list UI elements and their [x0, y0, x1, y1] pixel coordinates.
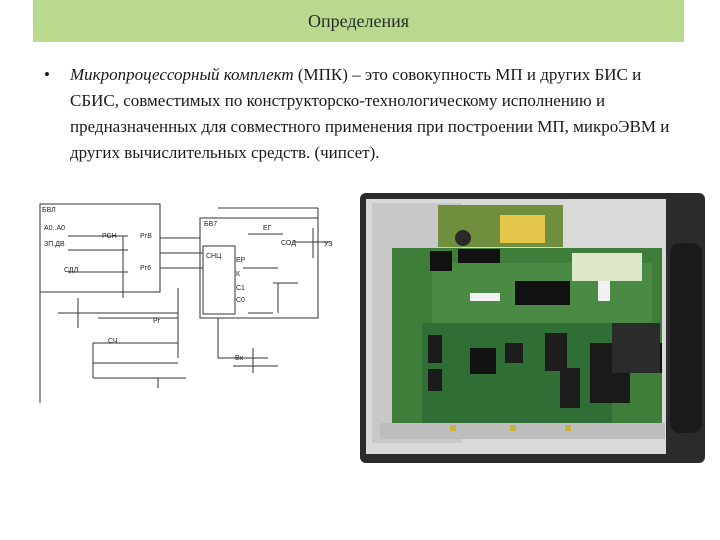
- schematic-label: УЗ: [324, 241, 333, 248]
- schematic-label: Вх: [235, 355, 244, 362]
- slide-title: Определения: [307, 10, 410, 31]
- schematic-label: СОД: [281, 240, 296, 247]
- schematic-label: СДЛ: [64, 267, 79, 274]
- schematic-label: РгВ: [140, 233, 152, 240]
- schematic-label: С0: [236, 297, 245, 304]
- schematic-label: А0..А0: [44, 225, 65, 232]
- schematic-label: СНЦ: [206, 253, 222, 260]
- schematic-label: ЕГ: [263, 225, 272, 232]
- schematic-label: С1: [236, 285, 245, 292]
- definition-text: Микропроцессорный комплект (МПК) – это с…: [70, 62, 670, 166]
- schematic-label: ЕР: [236, 257, 246, 264]
- schematic-label: БВ7: [204, 221, 217, 228]
- schematic-label: РСН: [102, 233, 117, 240]
- title-bar: Определения: [33, 0, 684, 42]
- schematic-label: Рг: [153, 318, 161, 325]
- circuit-schematic: БВЛ А0..А0 ЗП.ДВ СДЛ РСН РгВ Рг6 БВ7 ЕГ …: [39, 203, 333, 403]
- schematic-label: БВЛ: [42, 207, 56, 214]
- microprocessor-board-photo: [360, 193, 705, 463]
- definition-term: Микропроцессорный комплект: [70, 65, 294, 84]
- bullet-dot-icon: •: [44, 65, 50, 84]
- schematic-label: ЗП.ДВ: [44, 241, 65, 248]
- schematic-label: Рг6: [140, 265, 151, 272]
- schematic-label: К: [236, 271, 241, 278]
- schematic-label: СЧ: [108, 338, 118, 345]
- definition-body: (МПК) – это совокупность МП и других БИС…: [70, 65, 670, 162]
